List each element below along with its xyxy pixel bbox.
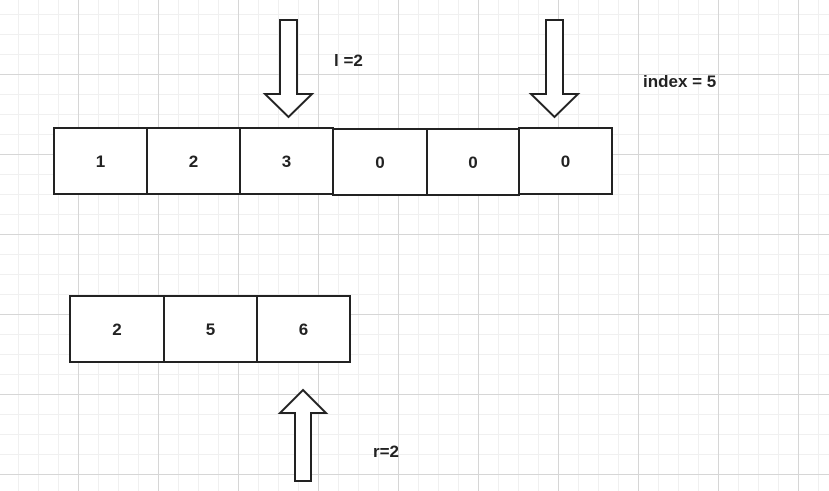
- array1-cell-1: 2: [146, 127, 241, 195]
- index-pointer-arrow-icon: [528, 19, 581, 119]
- array1-cell-0-value: 1: [96, 152, 105, 171]
- r-pointer-label: r=2: [373, 442, 399, 461]
- array1-cell-4: 0: [426, 128, 520, 196]
- array2-cell-1-value: 5: [206, 320, 215, 339]
- array2-cell-0-value: 2: [112, 320, 121, 339]
- r-pointer-arrow-icon: [277, 388, 329, 482]
- array1-cell-3: 0: [332, 128, 428, 196]
- array2-cell-1: 5: [163, 295, 258, 363]
- array1-cell-0: 1: [53, 127, 148, 195]
- array2-cell-2-value: 6: [299, 320, 308, 339]
- array1: 1 2 3 0 0 0: [53, 127, 613, 196]
- array1-cell-5: 0: [518, 127, 613, 195]
- array1-cell-5-value: 0: [561, 152, 570, 171]
- array1-cell-3-value: 0: [375, 153, 384, 172]
- array2-cell-2: 6: [256, 295, 351, 363]
- array1-cell-4-value: 0: [468, 153, 477, 172]
- l-pointer-arrow-icon: [262, 19, 315, 119]
- array2-cell-0: 2: [69, 295, 165, 363]
- index-label: index = 5: [643, 72, 717, 91]
- array1-cell-1-value: 2: [189, 152, 198, 171]
- array1-cell-2-value: 3: [282, 152, 291, 171]
- l-pointer-label: l =2: [334, 51, 363, 70]
- array2: 2 5 6: [69, 295, 351, 363]
- array1-cell-2: 3: [239, 127, 334, 195]
